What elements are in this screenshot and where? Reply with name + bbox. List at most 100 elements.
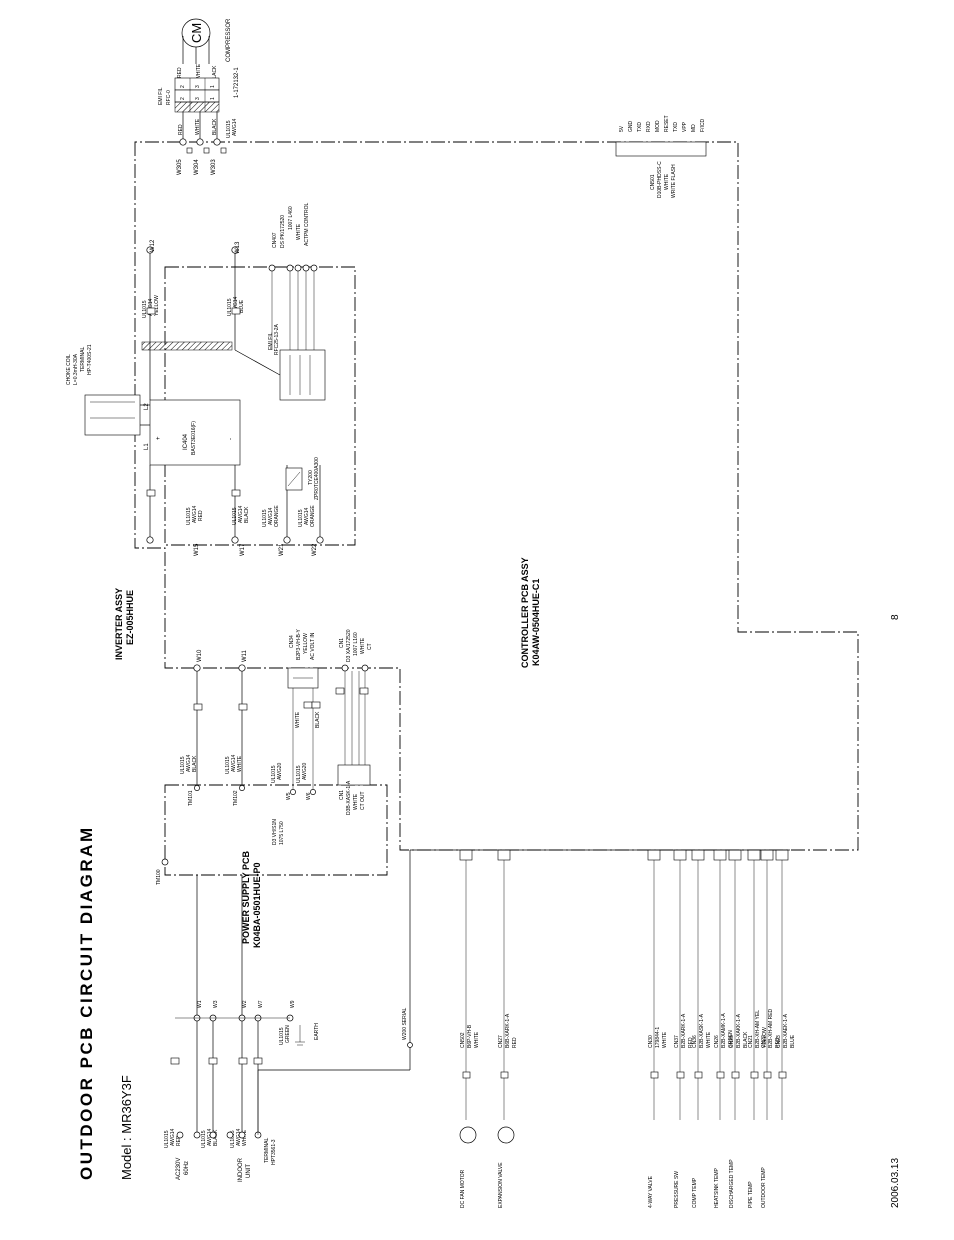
svg-text:EZ-005HHUE: EZ-005HHUE [125,590,135,645]
svg-text:K04BA-0501HUE-P0: K04BA-0501HUE-P0 [252,862,262,948]
svg-text:EMI FIL: EMI FIL [268,332,274,350]
indoor-unit-label: INDOOR [238,1157,244,1182]
svg-text:2: 2 [180,97,186,100]
svg-text:WHITE: WHITE [296,223,302,240]
svg-text:BLACK: BLACK [212,118,218,135]
device-label: PRESSURE SW [674,1171,680,1208]
svg-text:UNIT: UNIT [246,1164,252,1178]
svg-text:UL1015: UL1015 [186,507,192,525]
svg-text:TERMINAL: TERMINAL [80,347,86,373]
svg-text:1-172132-1: 1-172132-1 [234,67,240,98]
cn501-connector: CN501 D10B-PHDSS-C WHITE WRITE FLASH 5V … [615,115,707,198]
terminal-tm100: TM100 [156,869,162,885]
terminal-block-label: TERMINAL [264,1138,270,1164]
connector-part: B2B-XH-AM YEL [755,1010,761,1048]
svg-text:BLACK: BLACK [213,1129,219,1146]
device-label: PIPE TEMP [748,1181,754,1208]
svg-text:+: + [156,436,162,440]
svg-text:AWG14: AWG14 [170,1128,176,1146]
connector-color: RED [775,1037,781,1048]
power-to-inverter-wiring: W10 W11 UL1015 AWG14 BLACK UL1015 AWG14 … [156,628,373,885]
svg-text:TY200: TY200 [308,470,314,485]
svg-text:1007 L160: 1007 L160 [353,632,359,656]
svg-text:CHOKE COIL: CHOKE COIL [66,354,72,385]
svg-text:5V: 5V [619,125,625,132]
connector-id: CN25 [729,1035,735,1048]
connector-color: WHITE [706,1031,712,1048]
page-number: 8 [890,614,901,620]
svg-text:ACTPM CONTROL: ACTPM CONTROL [304,202,310,246]
connector-color: RED [688,1037,694,1048]
fan-motor-symbol [459,1126,477,1144]
svg-text:UL1015: UL1015 [271,765,277,783]
svg-text:WHITE: WHITE [237,755,243,772]
terminal-w5: W5 [286,792,292,800]
svg-text:EARTH: EARTH [314,1023,320,1040]
svg-text:ORANGE: ORANGE [310,505,316,527]
connector-part: B2B-XASK-1-A [699,1013,705,1048]
svg-text:UL1015: UL1015 [201,1130,207,1148]
connector-id: CN27 [498,1035,504,1048]
svg-text:RFC25-13-2A: RFC25-13-2A [274,323,280,355]
svg-text:B2P3-VH-B-Y: B2P3-VH-B-Y [296,628,302,660]
svg-text:AWG14: AWG14 [148,298,154,316]
terminal-w6: W6 [306,792,312,800]
terminal-tm101: TM101 [188,790,194,806]
connector-part: B2B-XAMK-1-A [721,1013,727,1048]
device-label: OUTDOOR TEMP [761,1167,767,1208]
svg-text:WHITE: WHITE [195,118,201,135]
svg-text:INVERTER ASSY: INVERTER ASSY [114,588,124,660]
svg-text:TXD: TXD [673,122,679,132]
terminal-w15: W15 [194,543,200,556]
svg-text:BLACK: BLACK [244,506,250,523]
svg-text:WHITE: WHITE [664,173,670,190]
svg-text:AWG14: AWG14 [236,1128,242,1146]
svg-text:YELLOW: YELLOW [154,295,160,316]
terminal-w13: W13 [235,241,241,254]
terminal-w11: W11 [242,649,248,662]
connector-part: B2B-XH-AM RED [768,1008,774,1048]
svg-text:AWG14: AWG14 [186,754,192,772]
device-label: COMP TEMP [692,1177,698,1208]
device-label: DISCHARGED TEMP [729,1159,735,1208]
terminal-w17: W17 [240,543,246,556]
controller-pcb-frame [134,141,859,851]
page-title: OUTDOOR PCB CIRCUIT DIAGRAM [77,825,96,1180]
terminal-w2: W2 [242,1000,248,1008]
svg-text:F/ICD: F/ICD [700,119,706,132]
compressor-connector: 2 3 1 2 3 1 EMI FIL RFC-0 [158,77,220,113]
svg-text:MD: MD [691,124,697,132]
svg-text:ORANGE: ORANGE [274,505,280,527]
svg-text:UL1015: UL1015 [226,120,232,138]
svg-text:UL1015: UL1015 [227,298,233,316]
svg-text:WRITE FLASH: WRITE FLASH [671,164,677,198]
svg-text:RED: RED [178,124,184,135]
svg-text:-: - [228,438,234,440]
terminal-tm102: TM102 [233,790,239,806]
revision-date: 2006.03.13 [890,1158,901,1208]
svg-text:AWG14: AWG14 [238,505,244,523]
inverter-pcb-title: INVERTER ASSY EZ-005HHUE [114,588,135,660]
terminal-w12: W12 [150,239,156,252]
svg-text:VPP: VPP [682,121,688,132]
controller-pcb-title: CONTROLLER PCB ASSY K04AW-0504HUE-C1 [520,557,541,668]
svg-text:UL1015: UL1015 [262,509,268,527]
svg-text:RED: RED [176,1135,182,1146]
compressor: CM COMPRESSOR RED WHITE BLACK 1-172132-1 [177,18,240,98]
connector-id: CN26 [714,1035,720,1048]
svg-text:RFC-0: RFC-0 [166,90,172,105]
model-label: Model : MR36Y3F [119,1075,134,1180]
connector-id: CN502 [460,1032,466,1048]
svg-text:UL1015: UL1015 [279,1027,285,1045]
svg-text:AWG20: AWG20 [302,762,308,780]
svg-text:CN1: CN1 [339,790,345,800]
power-supply-pcb-frame [164,784,388,876]
svg-text:POWER SUPPLY PCB: POWER SUPPLY PCB [241,850,251,944]
terminal-w303: W303 [211,159,217,175]
